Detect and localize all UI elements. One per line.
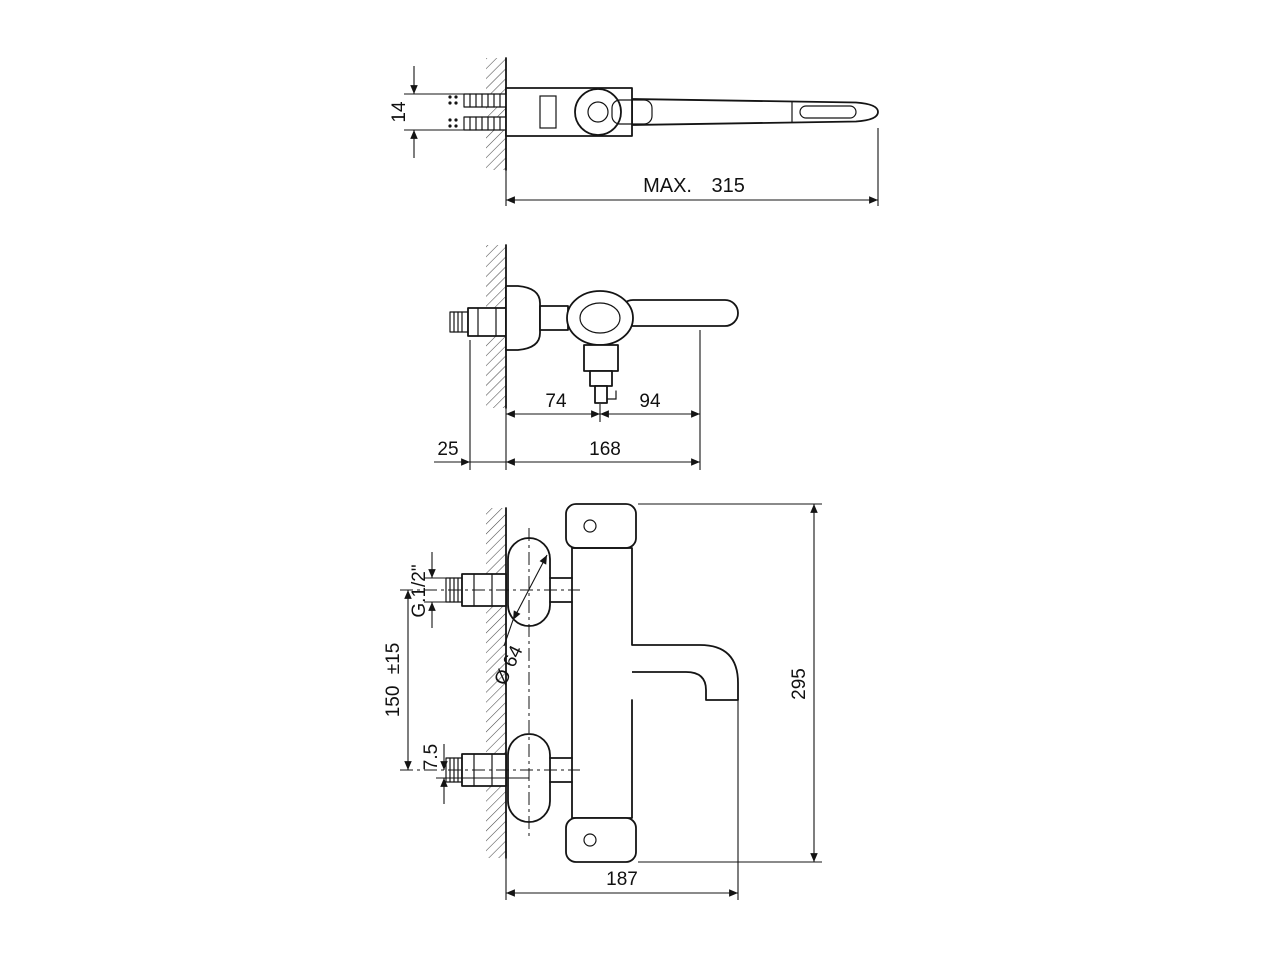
handshower-face [799, 105, 857, 119]
dim-label-thread: G.1/2" [409, 564, 430, 617]
dim-label-height: 295 [789, 668, 810, 700]
dim-25-168: 25 168 [434, 340, 700, 470]
dim-label-168: 168 [589, 439, 621, 460]
handle-side [566, 290, 634, 346]
dim-height: 295 [638, 503, 822, 863]
spout-side [619, 299, 739, 327]
dim-label-150: 150 ±15 [383, 643, 404, 718]
spout-top [631, 98, 879, 126]
dim-label-74: 74 [545, 391, 567, 412]
handle-bottom [565, 817, 637, 863]
dim-label-depth: 14 [389, 101, 410, 123]
dim-max-reach: MAX. 315 [505, 128, 879, 206]
dim-inlet-centers: 150 ±15 [383, 590, 412, 770]
wall-hatch-top [486, 58, 506, 170]
body-connector-side [539, 305, 569, 331]
dim-depth: 14 [389, 66, 464, 158]
handle-lever-top [611, 99, 653, 125]
spout-front [632, 644, 739, 701]
handle-top-indicator [583, 519, 597, 533]
dim-label-94: 94 [639, 391, 661, 412]
dim-label-max-reach: MAX. 315 [643, 175, 745, 197]
diverter-knob [583, 344, 619, 404]
dim-label-offset: 7.5 [421, 744, 442, 770]
hex-nut-side [467, 307, 507, 337]
dim-label-25: 25 [437, 439, 458, 460]
dim-offset: 7.5 [421, 744, 529, 804]
handle-top [565, 503, 637, 549]
front-view: G.1/2" 150 ±15 7.5 Ø 64 295 [383, 503, 822, 900]
handle-bottom-indicator [583, 833, 597, 847]
side-view: 74 94 25 168 [434, 244, 739, 470]
dim-74-94: 74 94 [505, 330, 701, 470]
inlet-unions-top [448, 93, 507, 131]
dim-label-width: 187 [606, 869, 638, 890]
body-front [571, 547, 633, 819]
dim-width: 187 [505, 700, 739, 900]
top-view: 14 MAX. 315 [389, 57, 879, 206]
dim-thread: G.1/2" [409, 552, 448, 628]
mixer-body-top [505, 87, 879, 137]
mixer-body-side [505, 285, 739, 404]
mixer-body-front [565, 503, 739, 863]
inlet-union-side [449, 307, 507, 337]
mount-bracket [539, 95, 557, 129]
handle-pivot-top [574, 88, 622, 136]
escutcheons-front [507, 537, 573, 823]
escutcheon-side [505, 285, 541, 351]
